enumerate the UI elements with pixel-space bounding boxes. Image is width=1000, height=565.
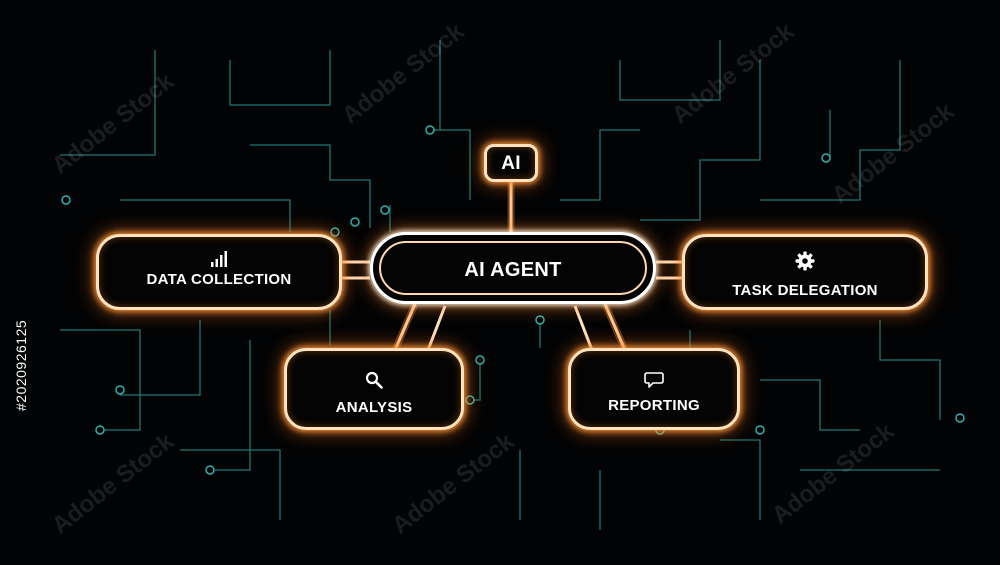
data-collection-node: DATA COLLECTION — [96, 234, 342, 310]
data-collection-label: DATA COLLECTION — [146, 271, 292, 288]
reporting-node: REPORTING — [568, 348, 740, 430]
bar-chart-icon — [211, 251, 227, 267]
analysis-label: ANALYSIS — [335, 399, 413, 416]
speech-bubble-icon — [644, 372, 664, 388]
ai-agent-inner-outline — [379, 241, 647, 295]
gear-icon — [795, 251, 815, 271]
ai-agent-node: AI AGENT — [370, 232, 656, 304]
task-delegation-node: TASK DELEGATION — [682, 234, 928, 310]
ai-node: AI — [484, 144, 538, 182]
reporting-label: REPORTING — [608, 397, 700, 414]
task-delegation-label: TASK DELEGATION — [732, 282, 878, 299]
magnifier-icon — [365, 371, 383, 389]
ai-agent-label: AI AGENT — [464, 259, 562, 281]
ai-node-label: AI — [501, 153, 521, 174]
stock-id-text: #2020926125 — [13, 319, 29, 411]
analysis-node: ANALYSIS — [284, 348, 464, 430]
